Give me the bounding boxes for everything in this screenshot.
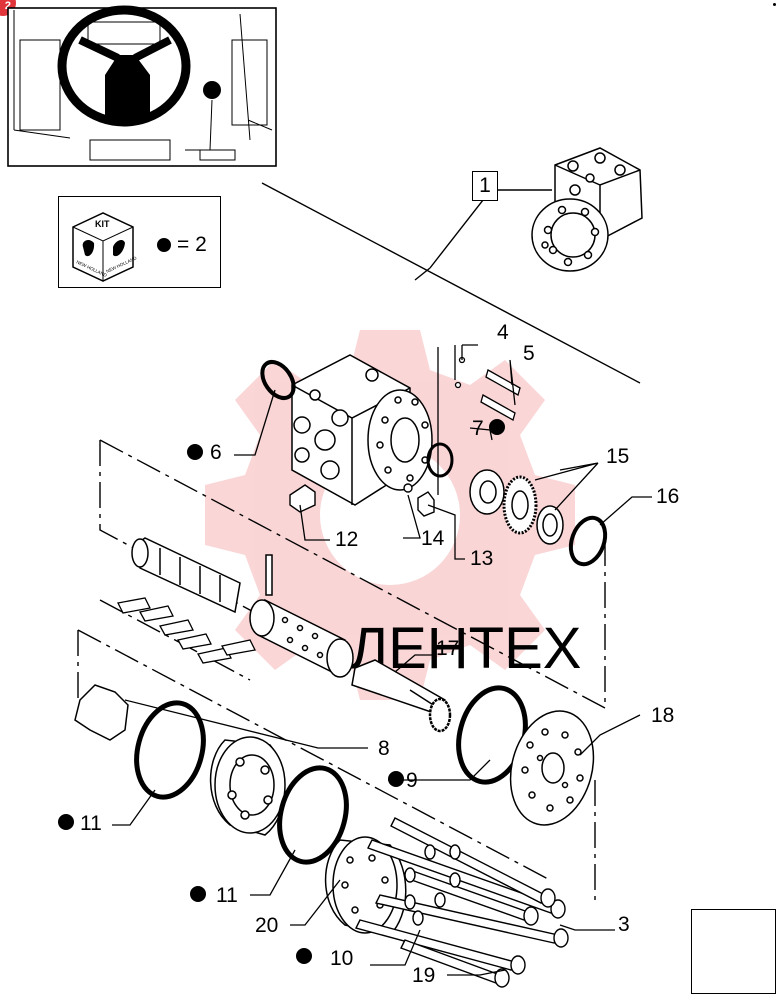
cab-thumbnail — [7, 5, 277, 167]
drive-star — [74, 684, 129, 741]
cardan-shaft — [351, 659, 452, 733]
callout-5: 5 — [523, 342, 535, 365]
callout-12: 12 — [335, 528, 358, 551]
thrust-bearing-set — [469, 469, 564, 545]
steering-unit-assembled — [531, 147, 643, 272]
callout-15: 15 — [606, 445, 629, 468]
callout-numbers: 6 4 5 7 15 16 12 14 13 17 18 8 9 11 11 2… — [80, 321, 679, 987]
valve-housing — [291, 354, 433, 506]
callout-9: 9 — [406, 769, 418, 792]
callout-6: 6 — [210, 441, 222, 464]
assembly-ref-box: 1 — [472, 171, 498, 201]
callout-14: 14 — [421, 527, 445, 550]
callout-17: 17 — [436, 637, 459, 660]
corner-mark — [773, 3, 776, 6]
next-page-button[interactable] — [691, 909, 776, 994]
callout-16: 16 — [656, 485, 679, 508]
kit-legend: KIT NEW HOLLAND NEW HOLLAND = 2 — [58, 196, 221, 288]
check-valves — [454, 356, 521, 421]
bullet-icon — [157, 238, 171, 252]
callout-10: 10 — [330, 947, 353, 970]
spool-sleeve — [131, 537, 354, 678]
centering-springs — [117, 597, 256, 664]
callout-11-lower: 11 — [216, 884, 238, 907]
leader-lines — [112, 344, 652, 976]
callout-13: 13 — [470, 547, 493, 570]
kit-equals-text: = 2 — [177, 233, 207, 256]
callout-4: 4 — [497, 321, 509, 344]
kit-label: KIT — [95, 219, 110, 229]
gerotor-set — [209, 736, 286, 836]
callout-20: 20 — [255, 914, 278, 937]
kit-bullets — [58, 419, 505, 964]
end-cap — [324, 836, 407, 936]
callout-18: 18 — [651, 704, 674, 727]
callout-11-upper: 11 — [80, 812, 102, 835]
distributor-plate — [509, 710, 595, 826]
callout-8: 8 — [378, 737, 390, 760]
bolts — [354, 817, 569, 988]
kit-cube-icon: KIT NEW HOLLAND NEW HOLLAND — [72, 212, 138, 282]
callout-3: 3 — [618, 913, 630, 936]
callout-7: 7 — [472, 417, 484, 440]
callout-19: 19 — [412, 964, 435, 987]
kit-quantity: = 2 — [157, 233, 207, 257]
